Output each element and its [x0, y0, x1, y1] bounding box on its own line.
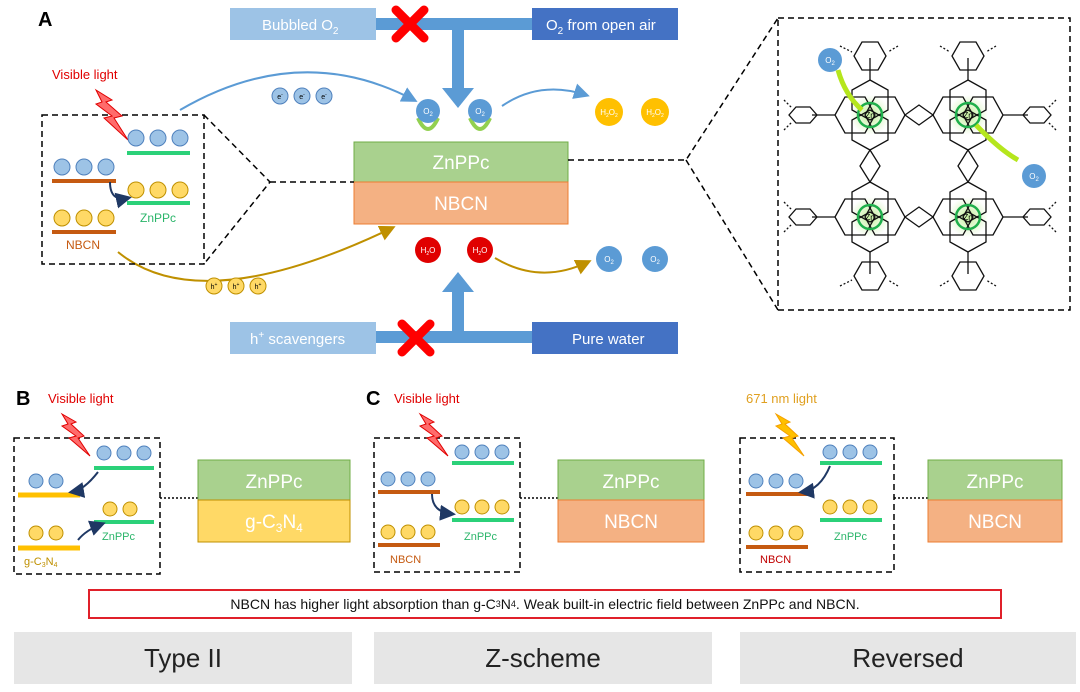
svg-text:O2: O2: [604, 255, 614, 266]
panel-b-znppc-small: ZnPPc: [102, 531, 136, 543]
footer-reversed: Reversed: [740, 632, 1076, 684]
panel-c-znppc-small: ZnPPc: [464, 531, 498, 543]
light-label-r: 671 nm light: [746, 391, 817, 406]
blocked-x-icon: [397, 319, 435, 357]
panel-b-znppc-label: ZnPPc: [245, 472, 302, 493]
svg-text:e-: e-: [299, 92, 305, 101]
svg-text:O2: O2: [475, 107, 485, 118]
note-text-pre: NBCN has higher light absorption than g-…: [230, 596, 496, 612]
svg-text:h+: h+: [255, 282, 262, 291]
nbcn-layer-label: NBCN: [434, 194, 488, 215]
zn-centers: Zn Zn Zn Zn: [856, 101, 982, 231]
band-inset-c: [373, 437, 521, 573]
panel-c-znppc-label: ZnPPc: [602, 472, 659, 493]
panel-b-gcn-small: g-C3N4: [24, 556, 58, 569]
hole-group: h+ h+ h+: [205, 277, 267, 295]
svg-text:e-: e-: [321, 92, 327, 101]
svg-text:h+: h+: [211, 282, 218, 291]
o2-open-air-label: O2 from open air: [546, 17, 656, 37]
footer-zscheme: Z-scheme: [374, 632, 712, 684]
svg-text:O2: O2: [1029, 172, 1039, 183]
svg-text:O2: O2: [650, 255, 660, 266]
inset-znppc-label: ZnPPc: [140, 211, 176, 225]
svg-text:H2O2: H2O2: [600, 108, 618, 119]
footer-type2: Type II: [14, 632, 352, 684]
blocked-x-icon: [391, 5, 429, 43]
electron-group: e- e- e-: [271, 87, 333, 105]
panel-r-znppc-small: ZnPPc: [834, 531, 868, 543]
panel-r-nbcn-layer: [927, 499, 1063, 543]
visible-light-label-c: Visible light: [394, 391, 460, 406]
o2-supply-bar: Bubbled O2 O2 from open air: [230, 5, 678, 108]
znppc-molecule: [783, 41, 1057, 291]
panel-r-znppc-label: ZnPPc: [966, 472, 1023, 493]
molecule-inset: [777, 17, 1071, 311]
band-inset-b: [13, 437, 161, 575]
visible-light-label-b: Visible light: [48, 391, 114, 406]
o2-adsorbed: O2 O2: [416, 99, 492, 131]
svg-text:Zn: Zn: [865, 111, 874, 120]
panel-b-znppc-layer: [197, 459, 351, 501]
comparison-note: NBCN has higher light absorption than g-…: [88, 589, 1002, 619]
panel-r-znppc-layer: [927, 459, 1063, 501]
visible-light-label-a: Visible light: [52, 67, 118, 82]
svg-text:O2: O2: [825, 56, 835, 67]
note-sub-3: 3: [495, 599, 501, 609]
panel-r-nbcn-label: NBCN: [968, 512, 1022, 533]
inset-nbcn-label: NBCN: [66, 238, 100, 252]
molecule-o2: O2 O2: [818, 48, 1046, 188]
h-scavengers-label: h+ scavengers: [250, 330, 345, 348]
lightning-icon: [60, 412, 91, 457]
note-sub-4: 4: [510, 599, 516, 609]
bubbled-o2-label: Bubbled O2: [262, 17, 339, 37]
lightning-icon: [774, 412, 805, 457]
panel-r-nbcn-small: NBCN: [760, 554, 791, 566]
o2-products: O2 O2: [596, 246, 668, 272]
nbcn-layer: [353, 181, 569, 225]
svg-text:Zn: Zn: [963, 213, 972, 222]
panel-b-gcn-label: g-C3N4: [245, 512, 303, 535]
h2o-reactants: H2O H2O: [415, 237, 493, 263]
h2o2-products: H2O2 H2O2: [595, 98, 669, 126]
svg-text:Zn: Zn: [963, 111, 972, 120]
svg-text:e-: e-: [277, 92, 283, 101]
figure-canvas: A B C Bubbled O2 O2 from open air h+ sca…: [13, 5, 1071, 575]
panel-label-b: B: [16, 388, 30, 410]
svg-text:O2: O2: [423, 107, 433, 118]
panel-b-gcn-layer: [197, 499, 351, 543]
note-text-post: . Weak built-in electric field between Z…: [515, 596, 860, 612]
panel-c-nbcn-label: NBCN: [604, 512, 658, 533]
panel-label-c: C: [366, 388, 380, 410]
band-inset-a: [41, 114, 205, 265]
panel-c-nbcn-small: NBCN: [390, 554, 421, 566]
svg-text:h+: h+: [233, 282, 240, 291]
znppc-layer-label: ZnPPc: [432, 153, 489, 174]
panel-label-a: A: [38, 9, 52, 31]
svg-text:H2O: H2O: [421, 246, 436, 257]
panel-c-nbcn-layer: [557, 499, 705, 543]
note-n: N: [500, 596, 511, 612]
pure-water-label: Pure water: [572, 331, 645, 348]
znppc-layer: [353, 141, 569, 183]
lightning-icon: [418, 412, 449, 457]
band-inset-r: [739, 437, 895, 573]
water-supply-bar: h+ scavengers Pure water: [230, 272, 678, 357]
svg-text:H2O: H2O: [473, 246, 488, 257]
svg-text:Zn: Zn: [865, 213, 874, 222]
svg-text:H2O2: H2O2: [646, 108, 664, 119]
